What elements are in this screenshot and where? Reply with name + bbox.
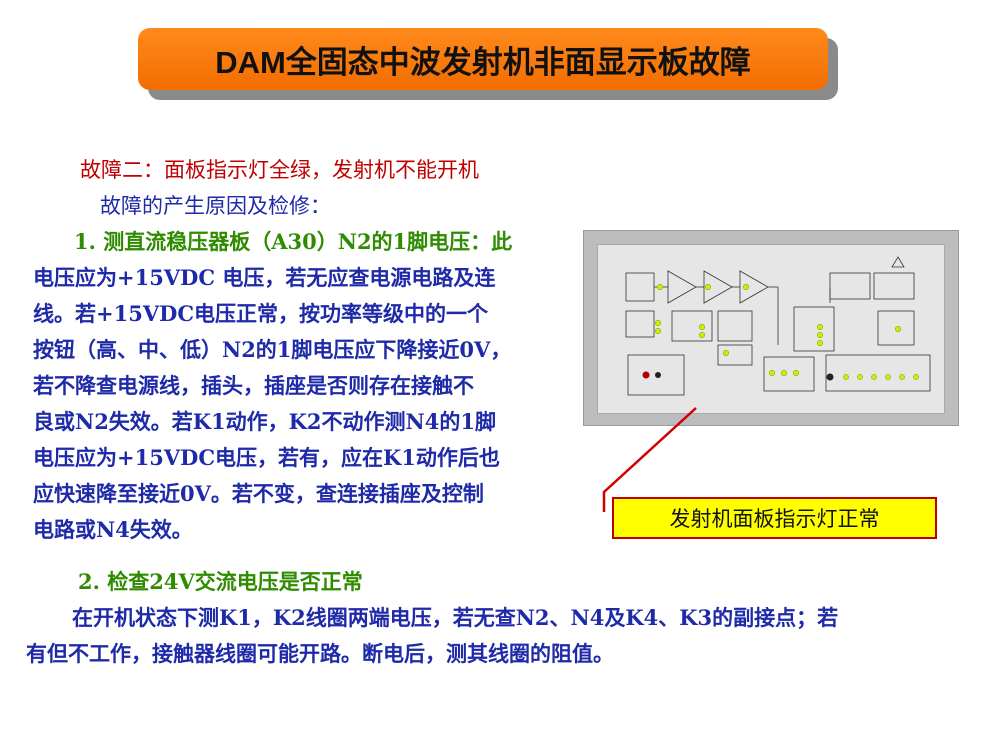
step1-line: 电压应为+15VDC电压，若有，应在K1动作后也 [33,445,500,470]
transmitter-panel-photo [583,230,959,426]
fault-heading: 故障二：面板指示灯全绿，发射机不能开机 [80,158,479,182]
step2-line: 有但不工作，接触器线圈可能开路。断电后，测其线圈的阻值。 [26,641,614,666]
cause-heading: 故障的产生原因及检修： [100,194,331,218]
step1-heading: 1. 测直流稳压器板（A30）N2的1脚电压：此 [74,229,513,254]
page-title: DAM全固态中波发射机非面显示板故障 [215,44,751,80]
step1-line: 若不降查电源线，插头，插座是否则存在接触不 [33,373,474,398]
title-banner: DAM全固态中波发射机非面显示板故障 [138,28,828,90]
step1-line: 电压应为+15VDC 电压，若无应查电源电路及连 [33,265,496,290]
step1-line: 线。若+15VDC电压正常，按功率等级中的一个 [33,301,489,326]
step2-line: 在开机状态下测K1，K2线圈两端电压，若无查N2、N4及K4、K3的副接点；若 [72,605,839,630]
step1-line: 应快速降至接近0V。若不变，查连接插座及控制 [33,481,484,506]
step2-heading: 2. 检查24V交流电压是否正常 [78,569,363,594]
callout-box: 发射机面板指示灯正常 [612,497,937,539]
callout-label: 发射机面板指示灯正常 [669,507,880,531]
panel-diagram [625,256,931,396]
panel-face [597,244,945,414]
step1-line: 良或N2失效。若K1动作，K2不动作测N4的1脚 [33,409,496,434]
step1-line: 电路或N4失效。 [33,517,193,542]
step1-line: 按钮（高、中、低）N2的1脚电压应下降接近0V， [33,337,512,362]
